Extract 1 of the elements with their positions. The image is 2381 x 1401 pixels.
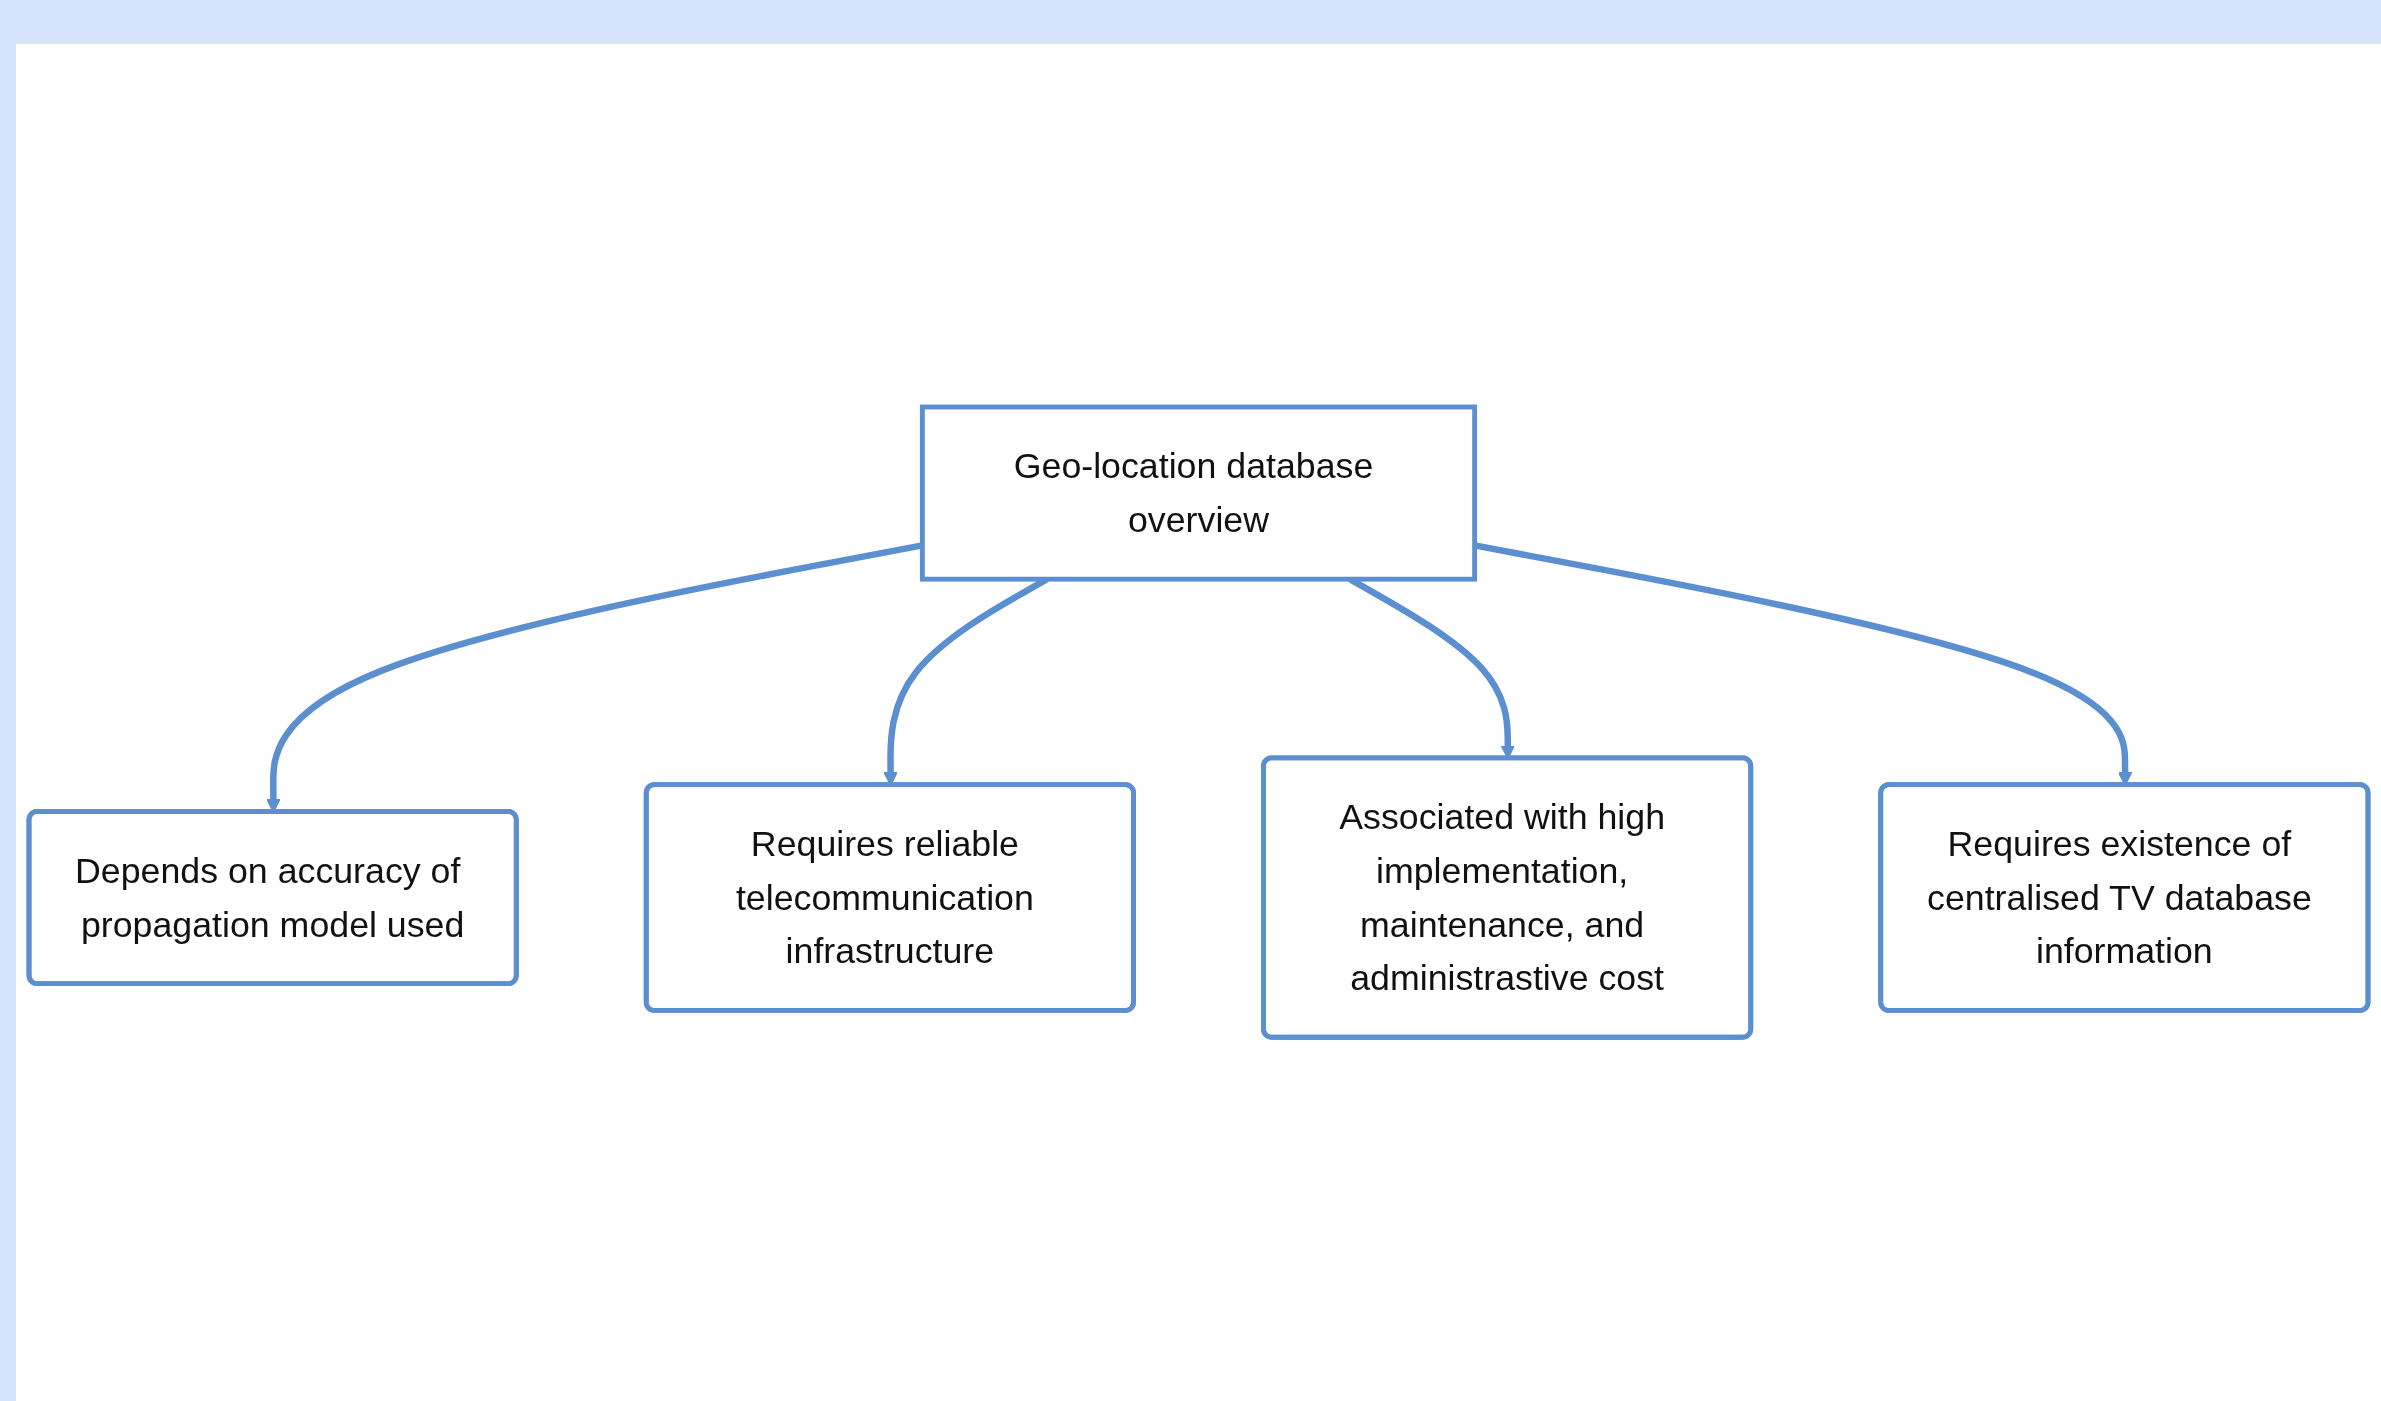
node-box: Geo-location database overview bbox=[919, 404, 1478, 582]
